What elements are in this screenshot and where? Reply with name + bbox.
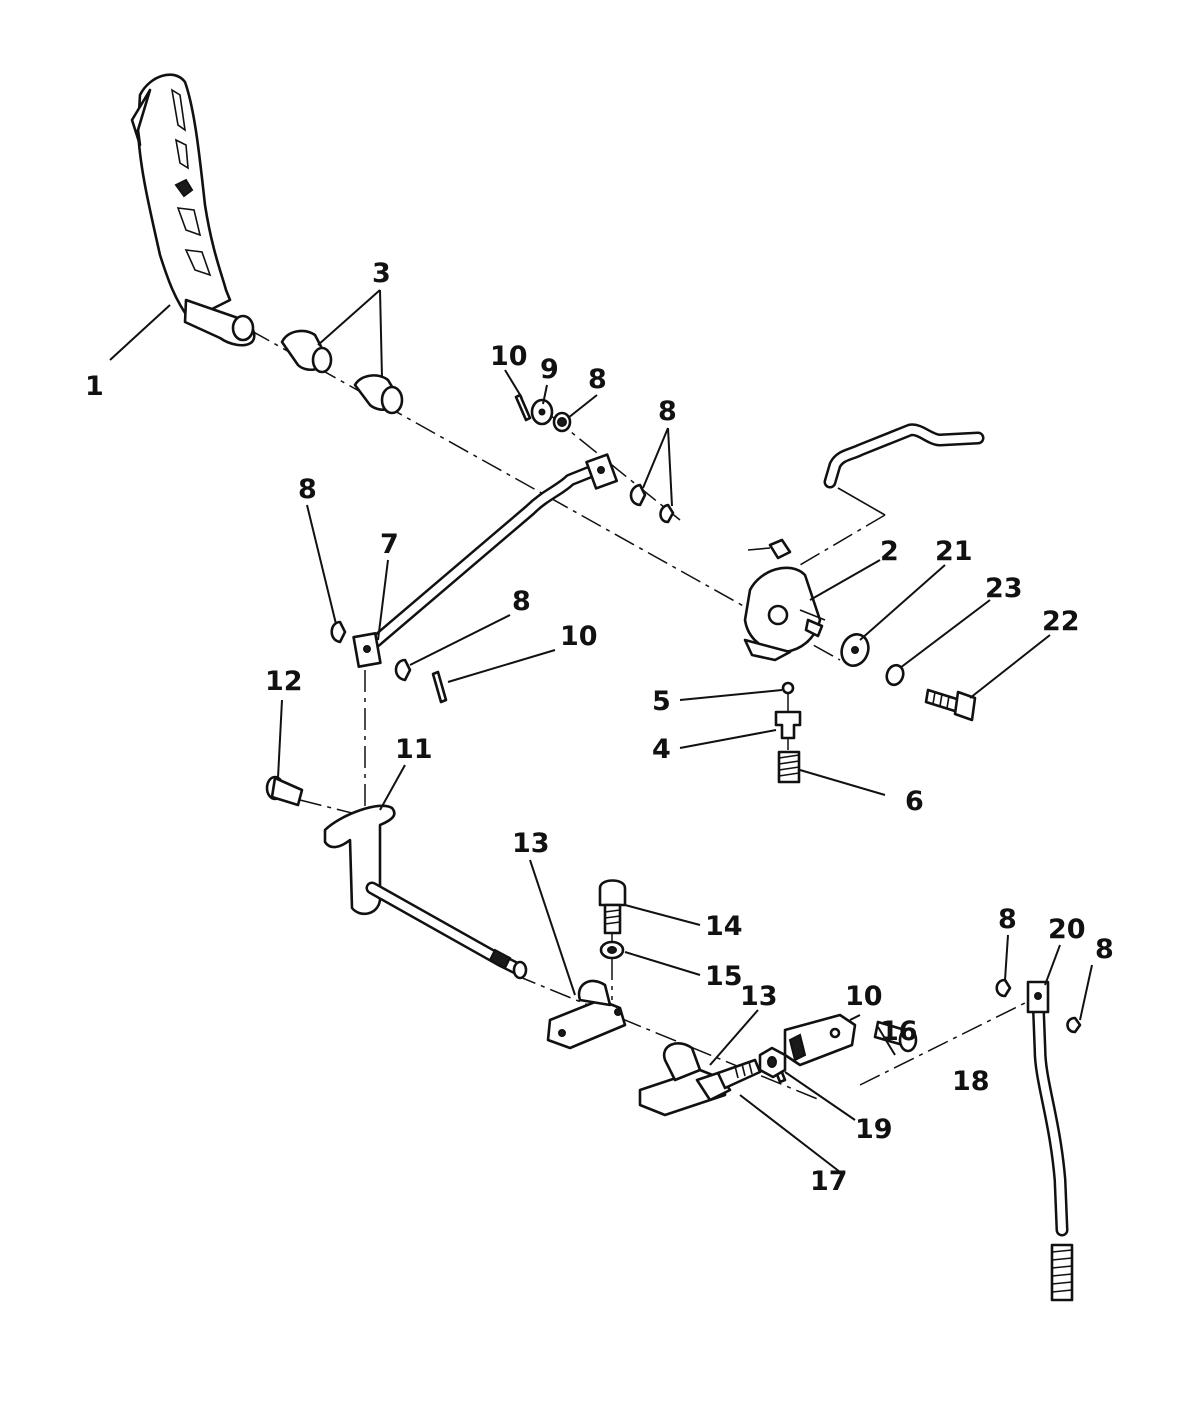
callout-11: 11: [395, 734, 433, 765]
retaining-clips: [330, 411, 1082, 1034]
lower-shift-rod-20: [1026, 980, 1074, 1302]
callout-1: 1: [85, 371, 104, 402]
callout-10: 10: [845, 981, 883, 1012]
callout-8: 8: [998, 904, 1017, 935]
upper-cable-rod: [823, 423, 985, 516]
bushings: [280, 329, 404, 415]
washer-21: [840, 633, 870, 667]
detent-spring-6: [777, 750, 801, 784]
leader-lines: [109, 289, 1093, 1173]
callout-10: 10: [560, 621, 598, 652]
callout-20: 20: [1048, 914, 1086, 945]
callout-2: 2: [880, 536, 899, 567]
callout-19: 19: [855, 1114, 893, 1145]
clevis-16: [783, 1013, 857, 1067]
callout-8: 8: [298, 474, 317, 505]
callout-5: 5: [652, 686, 671, 717]
callout-6: 6: [905, 786, 924, 817]
assembly-centerlines: [249, 329, 1036, 1101]
callout-17: 17: [810, 1166, 848, 1197]
bolt-14: [598, 879, 627, 935]
bolt-17: [695, 1058, 762, 1102]
detent-ball-5: [781, 681, 795, 695]
shaft-support-left: [546, 979, 627, 1050]
shift-lever-shaft: [323, 804, 528, 980]
pivot-pin-12: [265, 775, 304, 807]
callout-13: 13: [512, 828, 550, 859]
callout-10: 10: [490, 341, 528, 372]
callout-9: 9: [540, 354, 559, 385]
callout-16: 16: [880, 1016, 918, 1047]
flat-washer-9: [530, 398, 554, 426]
shift-link: [352, 453, 619, 668]
bolt-22: [924, 688, 977, 722]
callout-18: 18: [952, 1066, 990, 1097]
callout-labels: 1 3 10 9 8 8 8 7 8 10 2 21 23 22 5 4 6 1…: [85, 258, 1114, 1197]
callout-13: 13: [740, 981, 778, 1012]
detent-plunger-4: [774, 710, 802, 740]
callout-8: 8: [512, 586, 531, 617]
callout-7: 7: [380, 529, 399, 560]
callout-4: 4: [652, 734, 671, 765]
callout-14: 14: [705, 911, 743, 942]
callout-8: 8: [658, 396, 677, 427]
callout-22: 22: [1042, 606, 1080, 637]
nut-19: [758, 1046, 787, 1079]
detent-cam-plate: [743, 538, 826, 662]
shift-handle: [130, 73, 256, 347]
callout-3: 3: [372, 258, 391, 289]
callout-12: 12: [265, 666, 303, 697]
callout-8: 8: [588, 364, 607, 395]
washer-15: [599, 940, 625, 960]
callout-15: 15: [705, 961, 743, 992]
callout-8: 8: [1095, 934, 1114, 965]
callout-23: 23: [985, 573, 1023, 604]
callout-21: 21: [935, 536, 973, 567]
lock-washer-23: [885, 663, 905, 687]
clevis-pin-18: [873, 1020, 918, 1053]
